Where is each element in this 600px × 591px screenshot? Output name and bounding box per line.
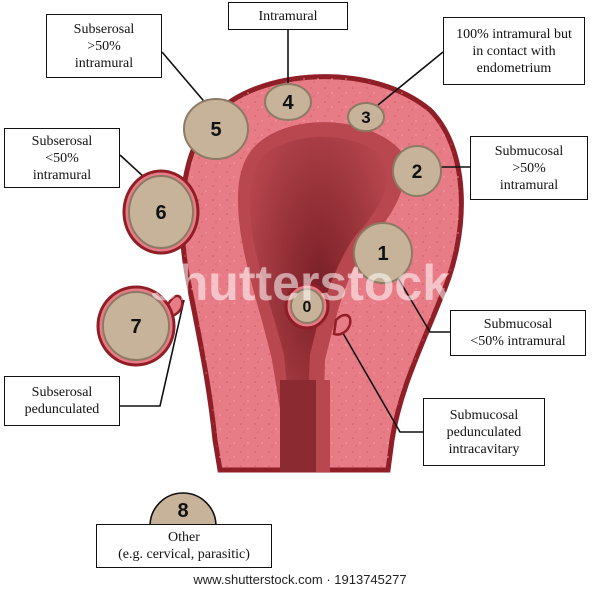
fibroid-0-number: 0	[303, 299, 312, 316]
fibroid-3	[347, 102, 385, 132]
label-subserosal-pedunculated: Subserosal pedunculated	[4, 376, 120, 426]
image-credit: www.shutterstock.com · 1913745277	[193, 572, 407, 587]
fibroid-2-number: 2	[412, 162, 423, 183]
fibroid-4	[264, 83, 312, 121]
label-submucosal-gt50: Submucosal >50% intramural	[470, 136, 588, 200]
fibroid-1	[353, 222, 413, 284]
fibroid-3-number: 3	[361, 108, 370, 127]
fibroid-8-number: 8	[177, 500, 188, 522]
fibroid-8	[149, 492, 217, 527]
fibroid-4-number: 4	[282, 92, 294, 114]
label-intramural: Intramural	[228, 2, 348, 30]
label-subserosal-lt50: Subserosal <50% intramural	[4, 128, 120, 188]
label-intramural-endometrium: 100% intramural but in contact with endo…	[443, 17, 585, 85]
label-subserosal-gt50: Subserosal >50% intramural	[46, 14, 162, 78]
fibroid-1-number: 1	[377, 243, 388, 265]
watermark: shutterstock	[150, 255, 450, 311]
label-other: Other (e.g. cervical, parasitic)	[96, 524, 272, 568]
fibroid-6	[128, 175, 194, 249]
fibroid-7	[102, 291, 170, 361]
label-submucosal-lt50: Submucosal <50% intramural	[450, 310, 586, 356]
fibroid-2	[392, 145, 442, 197]
label-submucosal-pedunculated: Submucosal pedunculated intracavitary	[423, 398, 545, 466]
fibroid-6-number: 6	[155, 202, 166, 224]
leader-lines	[119, 28, 470, 433]
fibroid-0	[290, 288, 324, 324]
fibroid-5-number: 5	[210, 119, 221, 141]
fibroid-7-number: 7	[130, 316, 141, 338]
fibroid-5	[183, 98, 249, 160]
